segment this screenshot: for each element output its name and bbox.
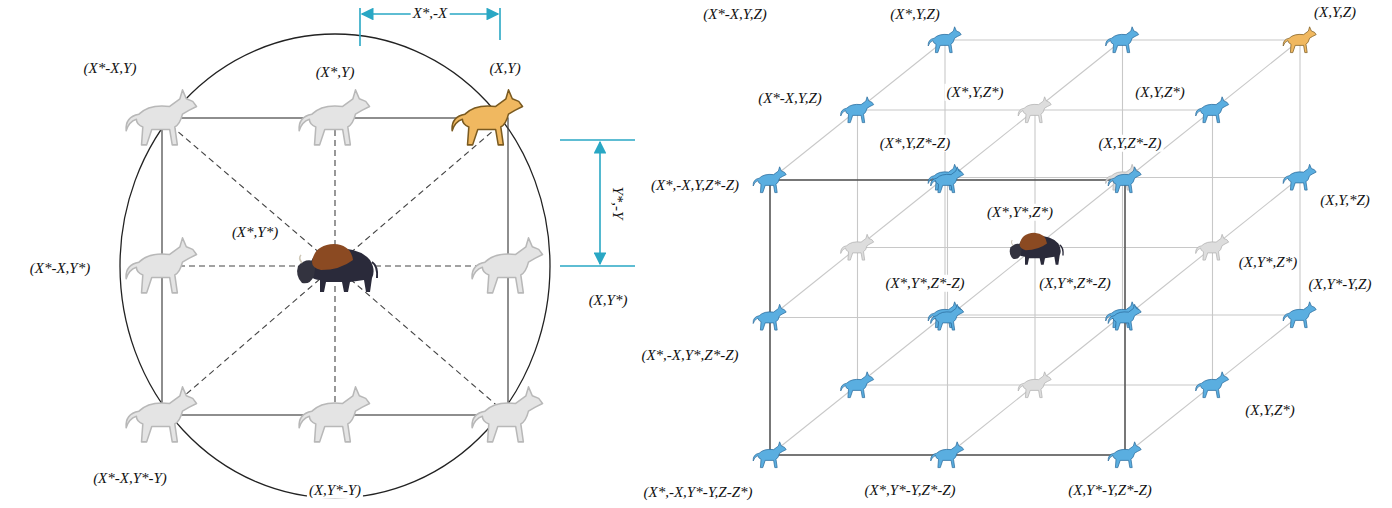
coordinate-label: (X*-X,Y) [82,60,139,77]
wolf-icon [299,90,370,145]
coordinate-label: (X*,Y) [314,64,357,81]
wolf-icon [1018,372,1051,398]
golden-wolf [452,90,523,145]
search-space-2d [120,8,635,498]
position-square [162,118,508,415]
wolf-icon [753,304,786,330]
coordinate-label: (X*-X,Y*-Y) [91,470,169,487]
coordinate-label: (X,Y*) [587,292,630,309]
wolf-icon [753,167,786,193]
wolf-icon [299,387,370,442]
coordinate-label: (X*,-X,Y*,Z*-Z) [639,347,740,364]
wolf-icon [1283,164,1316,190]
dimension-label: X*,-X [411,5,450,22]
coordinate-label: (X*-X,Y,Z) [756,90,824,107]
coordinate-label: (X,Y*-Y,Z) [1307,276,1374,293]
coordinate-label: (X*,Y*,Z*) [985,204,1055,221]
coordinate-label: (X*,-X,Y*-Y,Z-Z*) [641,484,754,501]
wolf-icon [753,442,786,468]
coordinate-label: (X*-X,Y*) [28,260,92,277]
cube-front-face [770,180,1125,455]
coordinate-label: (X,Y*,Z*-Z) [1037,275,1113,292]
search-circle [120,34,550,498]
coordinate-label: (X*,Y,Z) [888,6,941,23]
wolf-icon [1108,304,1141,330]
wolf-icon [472,238,543,293]
blue-wolves [753,27,1316,468]
coordinate-label: (X*,Y*-Y,Z*-Z) [862,482,957,499]
wolf-icon [931,442,964,468]
dimension-label: (X,Y) [487,60,522,77]
coordinate-label: (X,Y,Z) [1312,4,1358,21]
wolf-icon [472,387,543,442]
coordinate-label: (X,Y,Z*) [1243,402,1296,419]
coordinate-label: (X*,Y*) [230,224,280,241]
wolf-icon [1108,167,1141,193]
coordinate-label: (X,Y,Z*-Z) [1097,135,1164,152]
dimension-brackets [360,8,635,266]
coordinate-label: (X*-X,Y,Z) [701,6,769,23]
coordinate-label: (X,Y*-Y) [307,482,363,499]
wolf-icon [1196,372,1229,398]
wolf-icon [1018,97,1051,123]
wolf-icon [126,238,197,293]
wolf-icon [1106,27,1139,53]
prey-bison [1010,233,1063,265]
wolf-icon [841,97,874,123]
coordinate-label: (X,Y,Z*) [1133,84,1186,101]
grey-wolves [126,90,543,442]
wolf-icon [126,90,197,145]
wolf-icon [1196,234,1229,260]
coordinate-label: (X,Y*,Z*) [1237,254,1299,271]
coordinate-label: (X,Y*-Y,Z*-Z) [1066,482,1154,499]
golden-wolf [1283,27,1316,53]
dashed-rays [162,118,508,415]
wolf-icon [1108,442,1141,468]
coordinate-label: (X*,Y,Z*-Z) [878,135,952,152]
lattice-lines [770,40,1300,455]
wolf-icon [928,27,961,53]
wolf-icon [126,387,197,442]
coordinate-label: (X*,Y,Z*) [945,84,1006,101]
wolf-icon [1283,302,1316,328]
coordinate-label: (X*,-X,Y,Z*-Z) [649,177,741,194]
dimension-label: Y*,-Y [610,185,627,222]
wolf-icon [931,167,964,193]
wolf-icon [931,304,964,330]
search-space-3d [753,27,1316,468]
wolf-icon [841,234,874,260]
coordinate-label: (X,Y,*Z) [1318,192,1371,209]
wolf-icon [841,372,874,398]
prey-bison [297,244,377,292]
coordinate-label: (X*,Y*,Z*-Z) [883,275,966,292]
wolf-icon [1196,97,1229,123]
